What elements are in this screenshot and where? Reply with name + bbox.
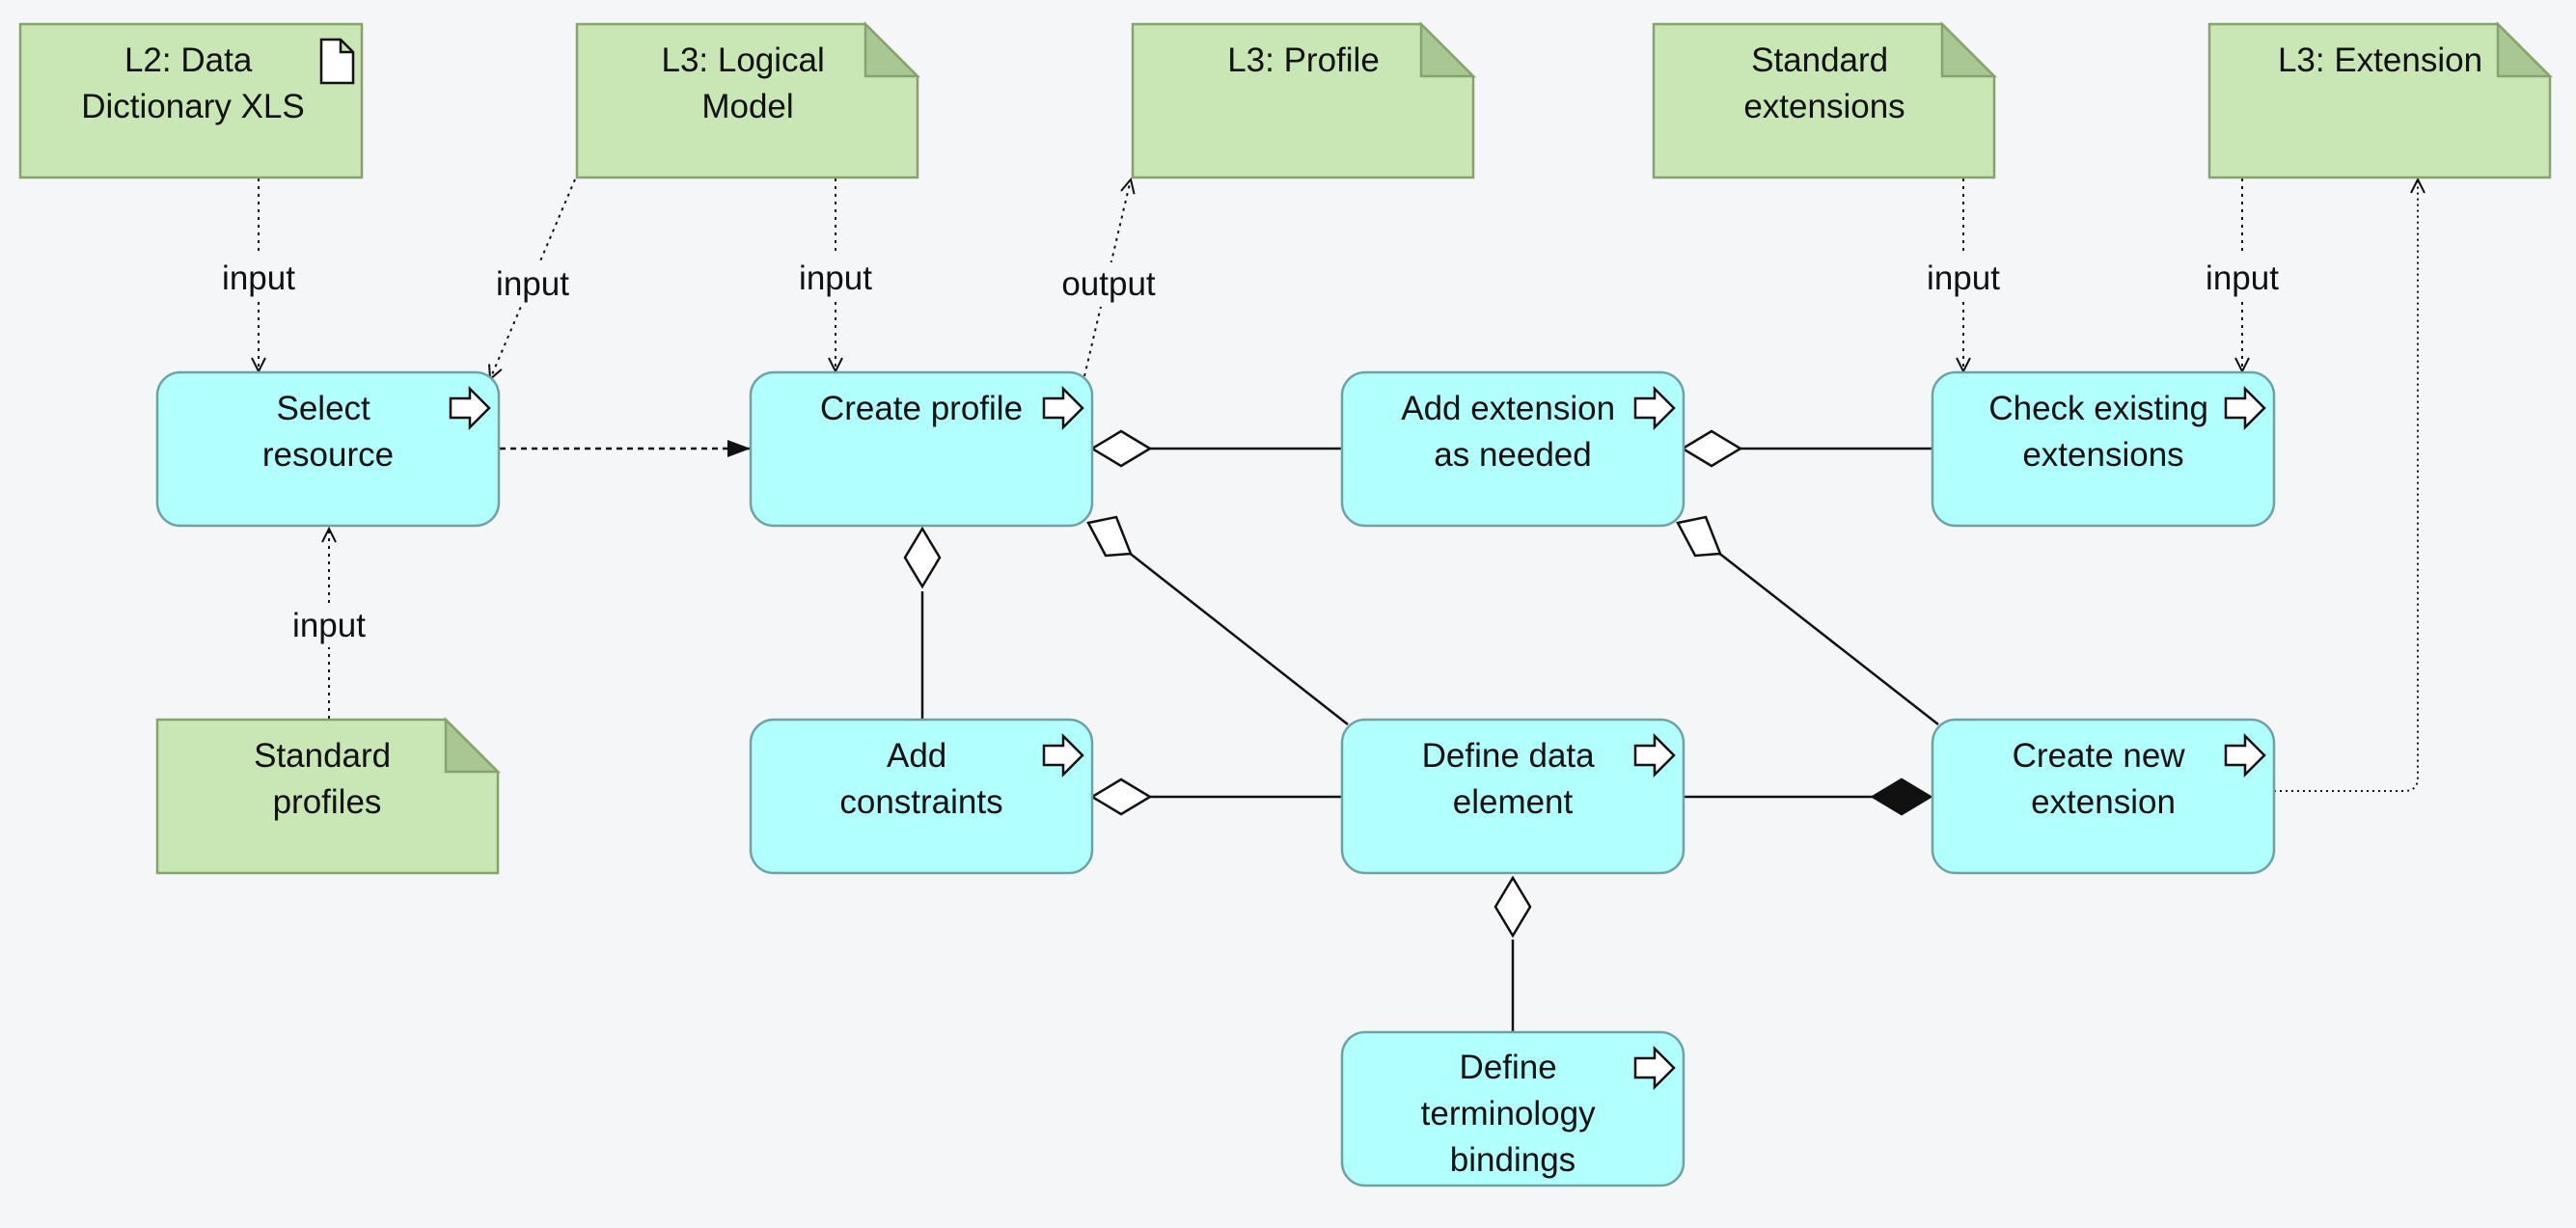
- artifact-label-line: Model: [701, 88, 793, 125]
- edge-label-input: input: [799, 259, 872, 297]
- svg-text:Add constraints: Add constraints: [839, 737, 1002, 821]
- process-label-line: Select: [276, 390, 370, 427]
- process-define-terminology-bindings[interactable]: Define terminology bindings: [1340, 1030, 1685, 1187]
- process-arrow-icon: [1042, 732, 1084, 778]
- edge-create-new-ext-to-l3-ext[interactable]: [2274, 177, 2425, 792]
- hollow-diamond-icon: [903, 526, 942, 589]
- edge-label-input: input: [496, 265, 569, 303]
- hollow-diamond-icon: [1494, 875, 1532, 939]
- svg-text:L3: Extension: L3: Extension: [2278, 41, 2482, 79]
- aggregation-markers: [903, 429, 1933, 939]
- edge-label-input: input: [222, 259, 295, 297]
- edge-label-output: output: [1061, 265, 1156, 303]
- svg-text:Create new extension: Create new extension: [2013, 737, 2195, 821]
- svg-text:Define data element: Define data element: [1422, 737, 1604, 821]
- artifact-label-line: L3: Extension: [2278, 41, 2482, 79]
- connectors: [251, 177, 2425, 1032]
- hollow-diamond-icon: [1676, 515, 1722, 558]
- process-arrow-icon: [1633, 385, 1676, 431]
- svg-text:L3: Logical Model: L3: Logical Model: [661, 41, 834, 125]
- process-label-line: extension: [2031, 783, 2176, 821]
- process-label-line: Create new: [2013, 737, 2186, 775]
- artifact-l3-profile[interactable]: L3: Profile: [1131, 20, 1477, 179]
- hollow-diamond-icon: [1089, 778, 1153, 816]
- edge-label-input: input: [1927, 259, 2000, 297]
- artifact-l3-logical-model[interactable]: L3: Logical Model: [575, 20, 921, 179]
- process-label-line: terminology: [1421, 1095, 1596, 1132]
- process-add-extension[interactable]: Add extension as needed: [1340, 370, 1685, 528]
- process-label-line: as needed: [1434, 436, 1591, 474]
- edge-labels: input input input output input input inp…: [216, 256, 2285, 647]
- process-select-resource[interactable]: Select resource: [155, 370, 501, 528]
- process-label-line: Add extension: [1401, 390, 1615, 427]
- artifact-label-line: L3: Logical: [661, 41, 824, 79]
- svg-text:L2: Data Dictionary XLS: L2: Data Dictionary XLS: [81, 41, 304, 125]
- artifact-label-line: L2: Data: [124, 41, 253, 79]
- svg-text:Standard profiles: Standard profiles: [254, 737, 400, 821]
- artifact-standard-profiles[interactable]: Standard profiles: [155, 716, 502, 875]
- process-label-line: element: [1453, 783, 1574, 821]
- artifact-label-line: L3: Profile: [1227, 41, 1380, 79]
- process-create-new-extension[interactable]: Create new extension: [1931, 718, 2276, 875]
- process-define-data-element[interactable]: Define data element: [1340, 718, 1685, 875]
- edge-label-input: input: [2206, 259, 2279, 297]
- hollow-diamond-icon: [1086, 515, 1133, 558]
- artifact-label-line: Standard: [1751, 41, 1888, 79]
- document-icon: [319, 38, 355, 85]
- process-add-constraints[interactable]: Add constraints: [749, 718, 1094, 875]
- hollow-diamond-icon: [1089, 429, 1153, 468]
- process-arrow-icon: [1633, 1045, 1676, 1091]
- filled-diamond-icon: [1870, 778, 1933, 816]
- process-label-line: extensions: [2022, 436, 2183, 474]
- hollow-diamond-icon: [1680, 429, 1743, 468]
- svg-text:Select resource: Select resource: [262, 390, 394, 474]
- artifact-l2-data-dictionary[interactable]: L2: Data Dictionary XLS: [18, 22, 364, 179]
- process-label-line: bindings: [1450, 1141, 1576, 1179]
- process-arrow-icon: [1042, 385, 1084, 431]
- process-label-line: Add: [887, 737, 946, 775]
- process-label-line: Define: [1460, 1049, 1557, 1086]
- svg-text:Define terminology: Define terminology bindings: [1421, 1049, 1605, 1179]
- process-label-line: resource: [262, 436, 394, 474]
- edge-label-input: input: [292, 607, 366, 644]
- artifact-label-line: Standard: [254, 737, 391, 775]
- svg-text:Check existing extension: Check existing extensions: [1988, 390, 2217, 474]
- artifact-label-line: profiles: [273, 783, 382, 821]
- process-label-line: Check existing: [1988, 390, 2208, 427]
- process-arrow-icon: [1633, 732, 1676, 778]
- process-create-profile[interactable]: Create profile: [749, 370, 1094, 528]
- svg-text:Create profile: Create profile: [820, 390, 1023, 427]
- process-label-line: Create profile: [820, 390, 1023, 427]
- artifact-label-line: extensions: [1743, 88, 1905, 125]
- process-label-line: constraints: [839, 783, 1002, 821]
- process-label-line: Define data: [1422, 737, 1596, 775]
- svg-text:Add extension as needed: Add extension as needed: [1401, 390, 1625, 474]
- svg-text:Standard extensions: Standard extensions: [1743, 41, 1905, 125]
- process-arrow-icon: [2224, 732, 2266, 778]
- process-check-existing-extensions[interactable]: Check existing extensions: [1931, 370, 2276, 528]
- artifact-standard-extensions[interactable]: Standard extensions: [1652, 20, 1998, 179]
- process-arrow-icon: [2224, 385, 2266, 431]
- svg-text:L3: Profile: L3: Profile: [1227, 41, 1380, 79]
- process-arrow-icon: [449, 385, 491, 431]
- artifact-label-line: Dictionary XLS: [81, 88, 304, 125]
- edge-define-element-to-create-profile[interactable]: [1127, 551, 1349, 725]
- edge-create-new-to-add-extension[interactable]: [1716, 551, 1939, 725]
- artifact-l3-extension[interactable]: L3: Extension: [2207, 20, 2554, 179]
